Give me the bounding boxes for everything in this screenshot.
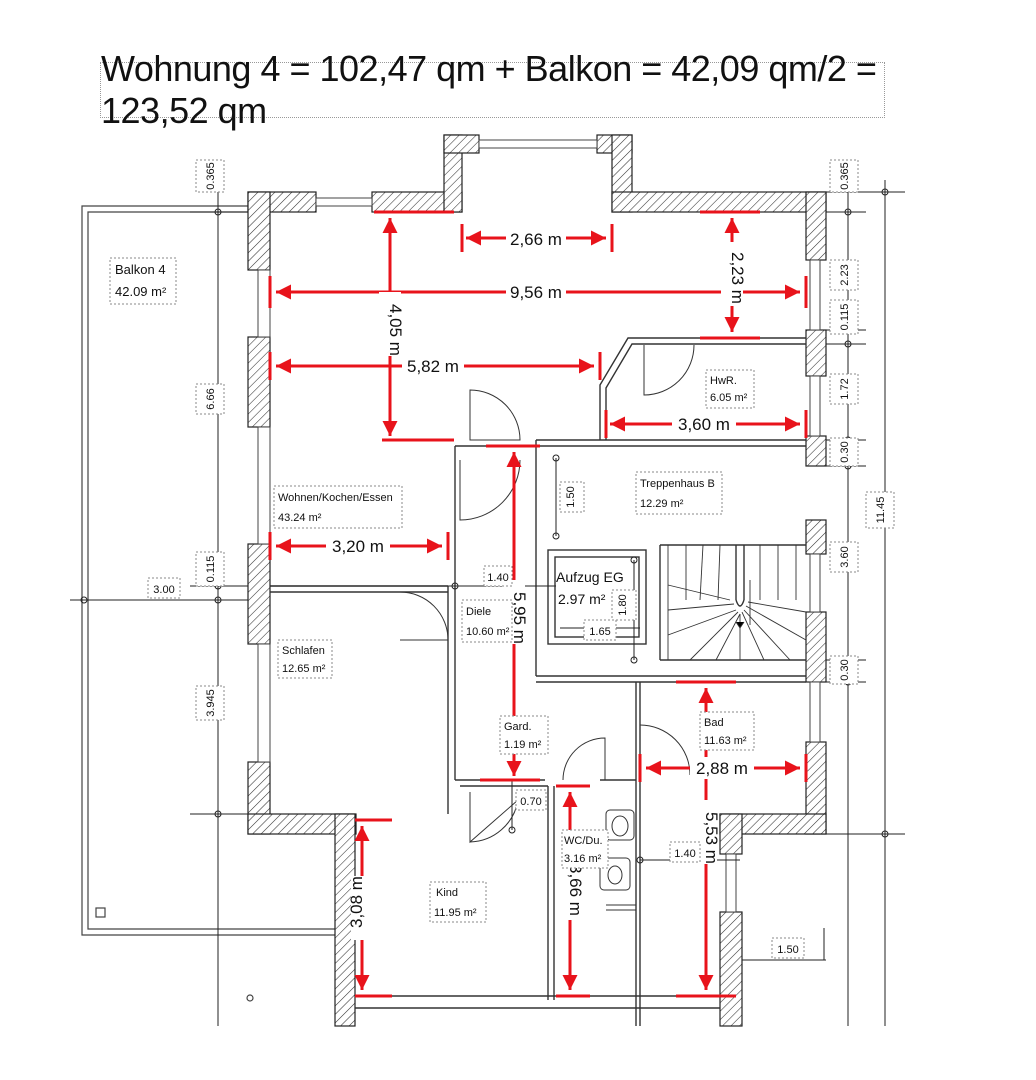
balcony-outline bbox=[81, 205, 335, 1002]
windows bbox=[257, 139, 821, 913]
room-name-wohnen: Wohnen/Kochen/Essen bbox=[278, 492, 393, 504]
room-name-treppenhaus: Treppenhaus B bbox=[640, 478, 715, 490]
dim-label-582: 5,82 m bbox=[407, 357, 459, 376]
room-name-aufzug: Aufzug EG bbox=[556, 569, 624, 585]
dim-label-288: 2,88 m bbox=[696, 759, 748, 778]
dim-r030b: 0.30 bbox=[839, 659, 851, 680]
room-name-bad: Bad bbox=[704, 717, 724, 729]
dimension-lines bbox=[70, 160, 905, 1026]
dim-t150: 1.50 bbox=[565, 486, 577, 507]
room-area-bad: 11.63 m² bbox=[704, 735, 747, 747]
dim-label-595: 5,95 m bbox=[510, 592, 529, 644]
dim-r030a: 0.30 bbox=[839, 441, 851, 462]
dim-label-360: 3,60 m bbox=[678, 415, 730, 434]
room-name-gard: Gard. bbox=[504, 721, 532, 733]
dim-l666: 6.66 bbox=[205, 388, 217, 409]
dim-t150b: 1.50 bbox=[777, 944, 798, 956]
dim-l0115: 0.115 bbox=[205, 556, 217, 583]
room-area-gard: 1.19 m² bbox=[504, 739, 542, 751]
dim-l300: 3.00 bbox=[153, 584, 174, 596]
dim-label-320: 3,20 m bbox=[332, 537, 384, 556]
room-name-kind: Kind bbox=[436, 887, 458, 899]
wc-fixtures bbox=[599, 809, 636, 911]
dim-r1145: 11.45 bbox=[875, 497, 887, 524]
exterior-walls bbox=[247, 134, 827, 1027]
room-name-hwr: HwR. bbox=[710, 375, 737, 387]
room-labels: Balkon 4 42.09 m² Wohnen/Kochen/Essen 43… bbox=[109, 257, 755, 923]
dim-label-223: 2,23 m bbox=[728, 252, 747, 304]
red-dimension-labels: 2,66 m 9,56 m 5,82 m 3,60 m 3,20 m 2,88 … bbox=[326, 227, 754, 940]
room-area-wohnen: 43.24 m² bbox=[278, 512, 322, 524]
dim-r0115: 0.115 bbox=[839, 304, 851, 331]
dim-t140a: 1.40 bbox=[487, 572, 508, 584]
room-area-wc: 3.16 m² bbox=[564, 853, 602, 865]
dim-t165: 1.65 bbox=[589, 626, 610, 638]
dim-t180: 1.80 bbox=[617, 594, 629, 615]
room-area-diele: 10.60 m² bbox=[466, 626, 510, 638]
dim-r172: 1.72 bbox=[839, 378, 851, 399]
room-name-wc: WC/Du. bbox=[564, 835, 603, 847]
dim-l0365: 0.365 bbox=[205, 162, 217, 190]
room-area-hwr: 6.05 m² bbox=[710, 392, 748, 404]
dim-l3945: 3.945 bbox=[205, 689, 217, 717]
room-area-kind: 11.95 m² bbox=[434, 907, 477, 919]
room-name-balkon: Balkon 4 bbox=[115, 262, 166, 277]
dim-r0365: 0.365 bbox=[839, 162, 851, 190]
dim-label-266: 2,66 m bbox=[510, 230, 562, 249]
room-area-treppenhaus: 12.29 m² bbox=[640, 498, 684, 510]
room-area-aufzug: 2.97 m² bbox=[558, 591, 606, 607]
dim-label-553: 5,53 m bbox=[702, 812, 721, 864]
dim-r223: 2.23 bbox=[839, 264, 851, 285]
dim-label-308: 3,08 m bbox=[347, 876, 366, 928]
room-name-diele: Diele bbox=[466, 606, 491, 618]
dim-label-405: 4,05 m bbox=[386, 304, 405, 356]
room-name-schlafen: Schlafen bbox=[282, 645, 325, 657]
dim-label-366: 3,66 m bbox=[566, 864, 585, 916]
room-area-balkon: 42.09 m² bbox=[115, 284, 167, 299]
dim-label-956: 9,56 m bbox=[510, 283, 562, 302]
small-dimension-labels: 0.365 6.66 0.115 3.00 3.945 0.365 2.23 0… bbox=[147, 159, 895, 959]
dim-t070: 0.70 bbox=[520, 796, 541, 808]
dim-r360: 3.60 bbox=[839, 546, 851, 567]
staircase bbox=[667, 544, 807, 661]
dim-t140b: 1.40 bbox=[674, 848, 695, 860]
red-dimension-ticks bbox=[268, 210, 808, 998]
room-area-schlafen: 12.65 m² bbox=[282, 663, 326, 675]
